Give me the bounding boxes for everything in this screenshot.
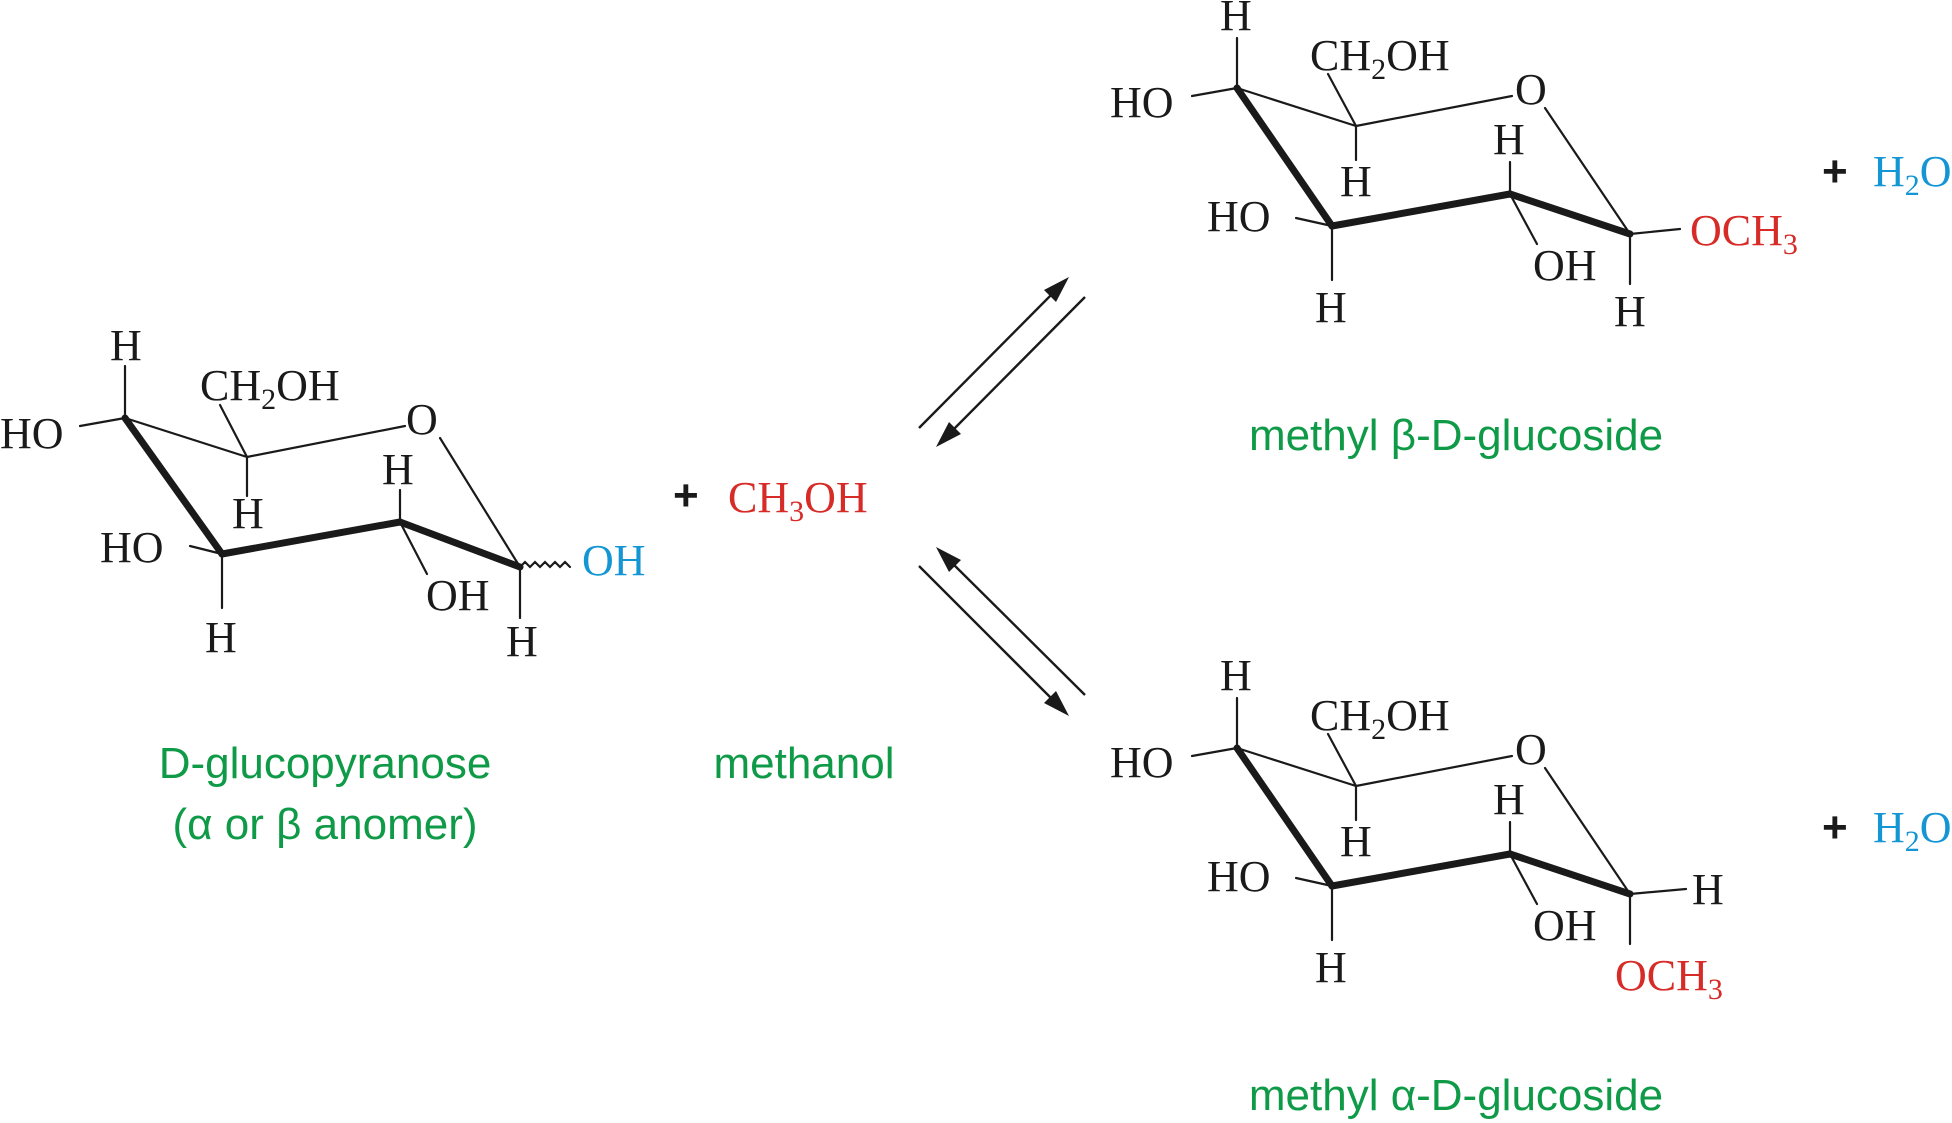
ring-oxygen: O xyxy=(1515,65,1547,114)
atom-oh: OH xyxy=(426,571,490,620)
forward-arrow xyxy=(918,565,1060,707)
atom-ch2oh: CH2OH xyxy=(1310,691,1450,746)
reverse-arrow xyxy=(945,296,1086,438)
atom-ho: HO xyxy=(100,523,164,572)
atom-oh: OH xyxy=(1533,901,1597,950)
ring-bond xyxy=(1543,106,1632,236)
atom-ch2oh: CH2OH xyxy=(1310,31,1450,86)
bond xyxy=(1628,887,1688,896)
ring-oxygen: O xyxy=(1515,725,1547,774)
atom-h: H xyxy=(1315,283,1347,332)
arrowhead xyxy=(1044,277,1069,302)
water-formula: H2O xyxy=(1873,803,1952,858)
bond xyxy=(78,416,127,428)
ring-bond xyxy=(438,436,522,569)
beta-glucoside-label: methyl β-D-glucoside xyxy=(1249,411,1663,460)
atom-h: H xyxy=(205,613,237,662)
ring-bond-front xyxy=(1506,190,1634,238)
atom-h: H xyxy=(382,445,414,494)
glucopyranose-label: D-glucopyranose xyxy=(159,739,492,788)
atom-ch2oh: CH2OH xyxy=(200,361,340,416)
bond xyxy=(188,544,224,556)
atom-h: H xyxy=(1340,817,1372,866)
methoxy-group: OCH3 xyxy=(1690,206,1798,261)
ring-bond-front xyxy=(1328,850,1514,890)
ring-bond xyxy=(1235,746,1358,788)
atom-h: H xyxy=(1614,287,1646,336)
atom-h: H xyxy=(1493,115,1525,164)
bond xyxy=(1508,852,1539,906)
wavy-anomeric-bond xyxy=(518,560,572,569)
water-formula: H2O xyxy=(1873,147,1952,202)
ring-bond-front xyxy=(1328,190,1514,230)
ring-bond-front xyxy=(218,518,404,558)
bond xyxy=(218,403,249,459)
plus-sign: + xyxy=(1822,147,1848,196)
ring-bond-front xyxy=(121,414,226,558)
plus-sign: + xyxy=(1822,803,1848,852)
ring-bond xyxy=(1235,86,1358,128)
ring-oxygen: O xyxy=(406,395,438,444)
beta-glucoside-structure: H HO CH2OH O H H HO OH OCH3 H H xyxy=(1110,0,1798,336)
bond xyxy=(1326,732,1358,788)
atom-oh: OH xyxy=(1533,241,1597,290)
equilibrium-arrows-down xyxy=(918,547,1086,716)
glucopyranose-structure: H HO CH2OH O H H HO OH OH H H xyxy=(0,321,646,666)
reverse-arrow xyxy=(945,556,1086,696)
bond xyxy=(1190,86,1239,98)
bond xyxy=(1628,227,1682,236)
bond xyxy=(1294,876,1334,888)
atom-h: H xyxy=(110,321,142,370)
bond xyxy=(398,520,429,576)
plus-sign: + xyxy=(673,471,699,520)
atom-ho: HO xyxy=(1110,738,1174,787)
bond xyxy=(1508,192,1539,246)
ring-bond xyxy=(1543,766,1632,896)
methoxy-group: OCH3 xyxy=(1615,951,1723,1006)
ring-bond-front xyxy=(1233,84,1336,230)
atom-ho: HO xyxy=(0,409,64,458)
arrowhead xyxy=(936,422,961,447)
alpha-glucoside-structure: H HO CH2OH O H H HO OH H H OCH3 xyxy=(1110,651,1724,1006)
equilibrium-arrows-up xyxy=(918,277,1086,447)
ring-bond xyxy=(245,424,407,459)
atom-h: H xyxy=(1493,775,1525,824)
ring-bond-front xyxy=(396,518,524,571)
atom-h: H xyxy=(232,489,264,538)
atom-h: H xyxy=(1692,865,1724,914)
forward-arrow xyxy=(918,286,1060,429)
anomeric-oh: OH xyxy=(582,536,646,585)
atom-ho: HO xyxy=(1207,192,1271,241)
glucopyranose-label-anomer: (α or β anomer) xyxy=(172,800,477,849)
ring-bond xyxy=(1354,754,1514,788)
alpha-glucoside-label: methyl α-D-glucoside xyxy=(1249,1071,1663,1120)
atom-h: H xyxy=(1220,651,1252,700)
atom-h: H xyxy=(1220,0,1252,40)
atom-ho: HO xyxy=(1207,852,1271,901)
bond xyxy=(1294,216,1334,228)
methanol-label: methanol xyxy=(713,739,894,788)
ring-bond xyxy=(1354,94,1514,128)
arrowhead xyxy=(936,547,961,572)
atom-h: H xyxy=(1340,157,1372,206)
ring-bond-front xyxy=(1233,744,1336,890)
bond xyxy=(1326,72,1358,128)
arrowhead xyxy=(1044,691,1069,716)
methanol-formula: CH3OH xyxy=(728,473,868,528)
atom-ho: HO xyxy=(1110,78,1174,127)
atom-h: H xyxy=(506,617,538,666)
ring-bond-front xyxy=(1506,850,1634,898)
ring-bond xyxy=(123,416,249,459)
atom-h: H xyxy=(1315,943,1347,992)
bond xyxy=(1190,746,1239,758)
